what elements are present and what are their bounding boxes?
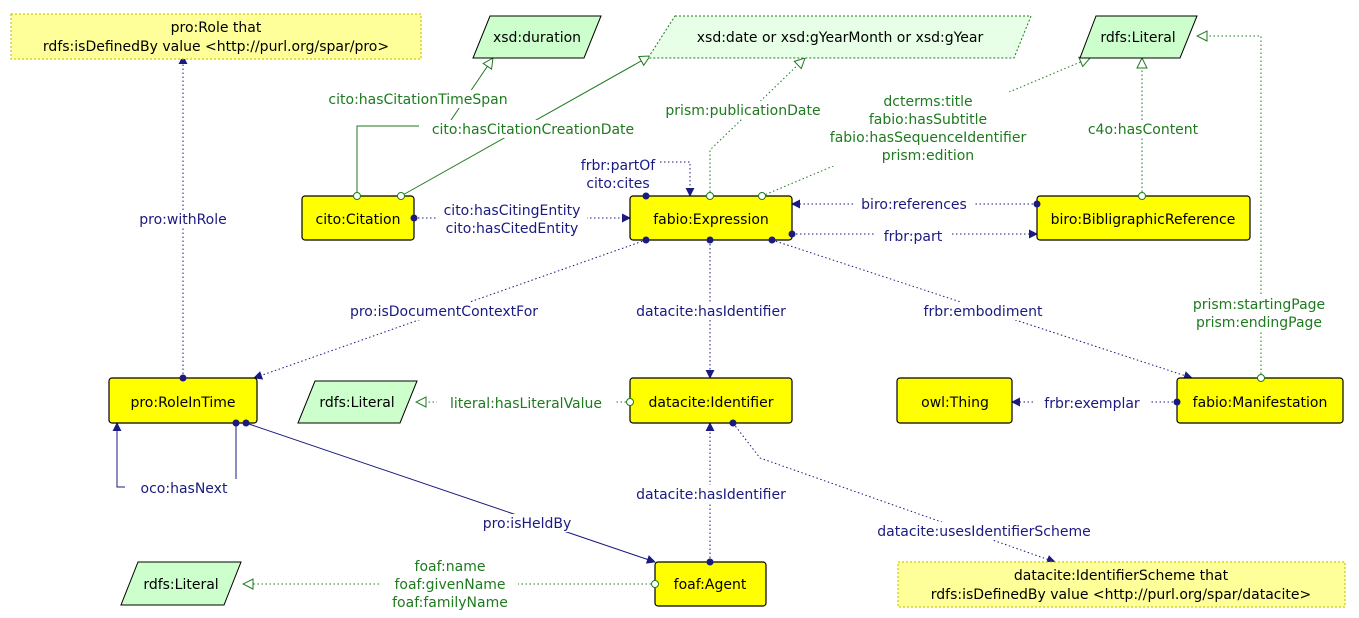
label-title-prop-1: fabio:hasSubtitle (869, 112, 987, 128)
label-part: frbr:part (884, 229, 943, 245)
label-references: biro:references (861, 197, 967, 213)
svg-text:xsd:duration: xsd:duration (493, 30, 581, 46)
edge-document-context-for (253, 239, 647, 380)
edge-title-props (761, 58, 1090, 197)
rdfs-literal-bottom-node: rdfs:Literal (120, 561, 242, 606)
label-embodiment: frbr:embodiment (924, 304, 1043, 320)
bib-reference-node: biro:BibligraphicReference (1036, 195, 1251, 241)
label-name-prop-1: foaf:givenName (394, 577, 505, 593)
svg-text:rdfs:Literal: rdfs:Literal (143, 577, 218, 593)
label-has-content: c4o:hasContent (1088, 122, 1199, 138)
svg-text:fabio:Manifestation: fabio:Manifestation (1193, 395, 1328, 411)
svg-text:owl:Thing: owl:Thing (921, 395, 989, 411)
svg-text:biro:BibligraphicReference: biro:BibligraphicReference (1051, 212, 1236, 228)
label-has-identifier-expr: datacite:hasIdentifier (636, 304, 786, 320)
label-has-identifier-agent: datacite:hasIdentifier (636, 487, 786, 503)
edge-has-next (112, 422, 237, 488)
label-has-citation-creation-date: cito:hasCitationCreationDate (432, 122, 634, 138)
label-has-literal-value: literal:hasLiteralValue (450, 396, 602, 412)
xsd-date-node: xsd:date or xsd:gYearMonth or xsd:gYear (647, 15, 1032, 59)
svg-text:foaf:Agent: foaf:Agent (674, 577, 747, 593)
label-part-of: frbr:partOf (581, 158, 657, 174)
label-ending-page: prism:endingPage (1196, 315, 1322, 331)
xsd-duration-node: xsd:duration (472, 15, 602, 59)
scheme-note-line1: datacite:IdentifierScheme that (1014, 568, 1229, 584)
svg-text:rdfs:Literal: rdfs:Literal (319, 395, 394, 411)
label-publication-date: prism:publicationDate (665, 103, 820, 119)
identifier-node: datacite:Identifier (629, 377, 793, 424)
manifestation-node: fabio:Manifestation (1176, 377, 1344, 424)
label-with-role: pro:withRole (139, 212, 227, 228)
label-has-cited-entity: cito:hasCitedEntity (446, 221, 579, 237)
role-in-time-node: pro:RoleInTime (108, 377, 258, 424)
role-note-line1: pro:Role that (171, 20, 262, 36)
scheme-note-line2: rdfs:isDefinedBy value <http://purl.org/… (931, 587, 1311, 603)
svg-text:fabio:Expression: fabio:Expression (653, 212, 769, 228)
role-note: pro:Role that rdfs:isDefinedBy value <ht… (10, 13, 422, 60)
label-starting-page: prism:startingPage (1193, 297, 1325, 313)
expression-node: fabio:Expression (629, 195, 793, 241)
svg-text:pro:RoleInTime: pro:RoleInTime (130, 395, 235, 411)
svg-text:datacite:Identifier: datacite:Identifier (648, 395, 773, 411)
label-title-prop-3: prism:edition (882, 148, 974, 164)
label-document-context-for: pro:isDocumentContextFor (350, 304, 538, 320)
rdfs-literal-top-node: rdfs:Literal (1079, 15, 1198, 59)
edge-page-props (1197, 36, 1262, 378)
label-uses-identifier-scheme: datacite:usesIdentifierScheme (877, 524, 1090, 540)
label-has-citation-time-span: cito:hasCitationTimeSpan (328, 92, 507, 108)
edge-endpoints (179, 192, 1265, 588)
nodes: pro:Role that rdfs:isDefinedBy value <ht… (10, 13, 1346, 608)
rdfs-literal-mid-node: rdfs:Literal (297, 380, 418, 424)
owl-thing-node: owl:Thing (896, 377, 1013, 424)
label-is-held-by: pro:isHeldBy (483, 516, 572, 532)
edge-publication-date (709, 58, 805, 196)
citation-node: cito:Citation (301, 195, 415, 241)
edge-labels: cito:hasCitationTimeSpan cito:hasCitatio… (125, 90, 1334, 612)
svg-text:rdfs:Literal: rdfs:Literal (1100, 30, 1175, 46)
edge-is-held-by (245, 422, 656, 564)
label-exemplar: frbr:exemplar (1044, 396, 1140, 412)
label-name-prop-2: foaf:familyName (392, 595, 508, 611)
label-has-next: oco:hasNext (141, 481, 228, 497)
svg-text:xsd:date or xsd:gYearMonth or: xsd:date or xsd:gYearMonth or xsd:gYear (697, 30, 984, 46)
label-name-prop-0: foaf:name (415, 559, 486, 575)
svg-text:cito:Citation: cito:Citation (316, 212, 401, 228)
scheme-note: datacite:IdentifierScheme that rdfs:isDe… (897, 561, 1346, 608)
agent-node: foaf:Agent (654, 561, 767, 607)
label-title-prop-0: dcterms:title (883, 94, 972, 110)
label-title-prop-2: fabio:hasSequenceIdentifier (830, 130, 1027, 146)
role-note-line2: rdfs:isDefinedBy value <http://purl.org/… (43, 39, 389, 55)
label-has-citing-entity: cito:hasCitingEntity (444, 203, 581, 219)
label-cites: cito:cites (586, 176, 649, 192)
